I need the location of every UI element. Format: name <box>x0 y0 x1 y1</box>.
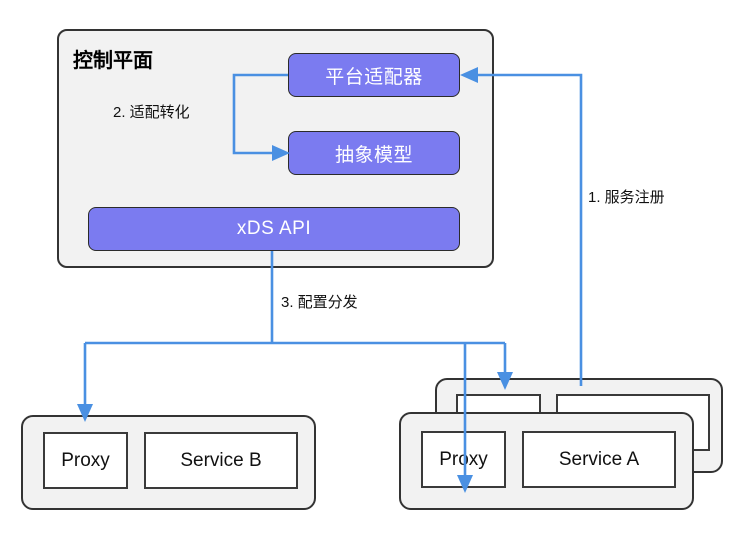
abstract-model-label: 抽象模型 <box>334 144 413 166</box>
flow-label-config-distribution: 3. 配置分发 <box>281 294 358 311</box>
proxy-b-box[interactable]: Proxy <box>43 432 128 489</box>
xds-api-box[interactable]: xDS API <box>88 207 460 251</box>
proxy-a-label: Proxy <box>439 448 488 470</box>
service-b-label: Service B <box>180 449 262 471</box>
proxy-a-box[interactable]: Proxy <box>421 431 506 488</box>
service-a-label: Service A <box>558 448 640 470</box>
xds-api-label: xDS API <box>236 218 312 239</box>
platform-adapter-label: 平台适配器 <box>325 66 423 88</box>
service-a-box[interactable]: Service A <box>522 431 676 488</box>
flow-label-service-registration: 1. 服务注册 <box>588 189 665 206</box>
platform-adapter-box[interactable]: 平台适配器 <box>288 53 460 97</box>
service-b-box[interactable]: Service B <box>144 432 298 489</box>
proxy-b-label: Proxy <box>61 449 110 471</box>
control-plane-title: 控制平面 <box>73 50 153 72</box>
flow-label-adaptation: 2. 适配转化 <box>113 104 190 121</box>
abstract-model-box[interactable]: 抽象模型 <box>288 131 460 175</box>
